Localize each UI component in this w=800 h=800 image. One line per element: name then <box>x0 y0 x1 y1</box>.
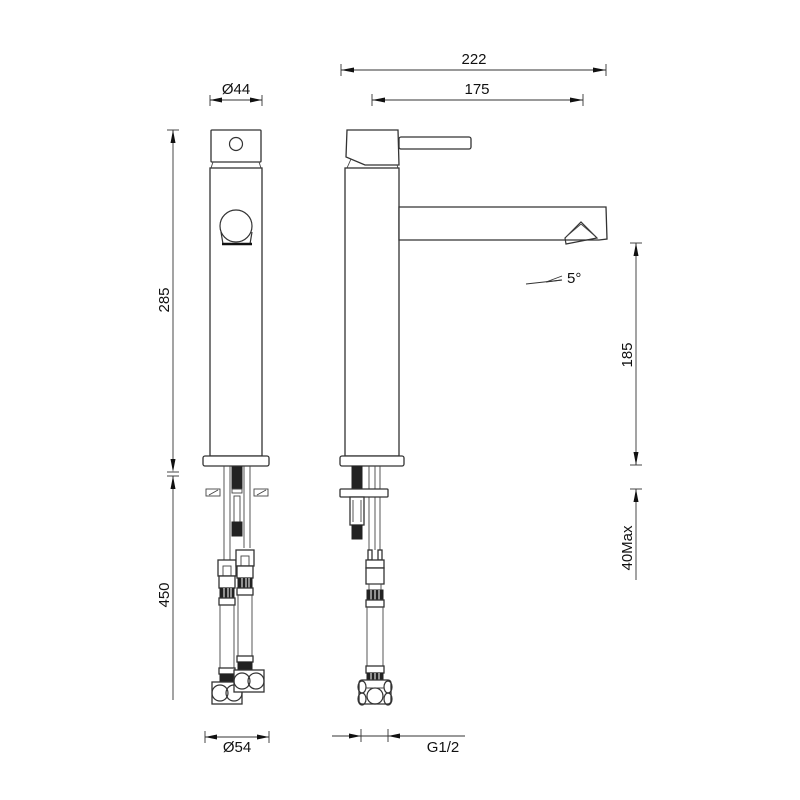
front-body <box>209 167 263 457</box>
label-base-diameter: Ø54 <box>223 739 251 756</box>
spout-angle-marker <box>525 275 563 285</box>
dim-top-diameter <box>209 95 263 106</box>
front-fixing-bracket <box>205 488 269 497</box>
front-handle-pin <box>228 136 244 152</box>
dim-max-deck <box>630 488 642 580</box>
side-hose <box>365 549 385 683</box>
label-spout-height: 185 <box>619 342 636 367</box>
side-fixing-plate <box>339 488 389 498</box>
dim-total-height <box>167 129 179 473</box>
front-valve-nut-left <box>211 684 229 702</box>
label-top-diameter: Ø44 <box>222 81 250 98</box>
side-body <box>344 167 400 457</box>
side-spout <box>398 206 608 241</box>
label-hose-length: 450 <box>156 582 173 607</box>
dim-spout-height <box>630 242 642 466</box>
front-valve-nut-right <box>233 672 251 690</box>
dim-total-depth <box>340 64 607 76</box>
side-handle-lever <box>398 136 472 150</box>
front-spout-outlet <box>219 209 253 243</box>
side-view: 222 175 5° <box>332 51 642 756</box>
side-hex-nut <box>357 679 393 706</box>
spout-aerator <box>564 221 599 245</box>
label-total-depth: 222 <box>461 51 486 68</box>
label-total-height: 285 <box>156 287 173 312</box>
side-base-plate <box>339 455 405 467</box>
dim-spout-reach <box>371 94 584 106</box>
front-hose-right <box>233 549 265 693</box>
side-handle-head <box>345 129 400 166</box>
front-base-plate <box>202 455 270 467</box>
label-connection-thread: G1/2 <box>427 739 460 756</box>
front-hose-left <box>211 559 243 705</box>
front-handle-cap <box>210 129 262 163</box>
side-fixing-nut <box>349 496 365 526</box>
front-view: Ø44 285 450 <box>156 81 270 756</box>
label-spout-angle: 5° <box>567 270 581 287</box>
dim-connection-thread <box>332 729 465 742</box>
label-max-deck: 40Max <box>619 525 636 571</box>
dim-base-diameter <box>204 731 270 743</box>
dim-hose-length <box>167 475 179 700</box>
label-spout-reach: 175 <box>464 81 489 98</box>
